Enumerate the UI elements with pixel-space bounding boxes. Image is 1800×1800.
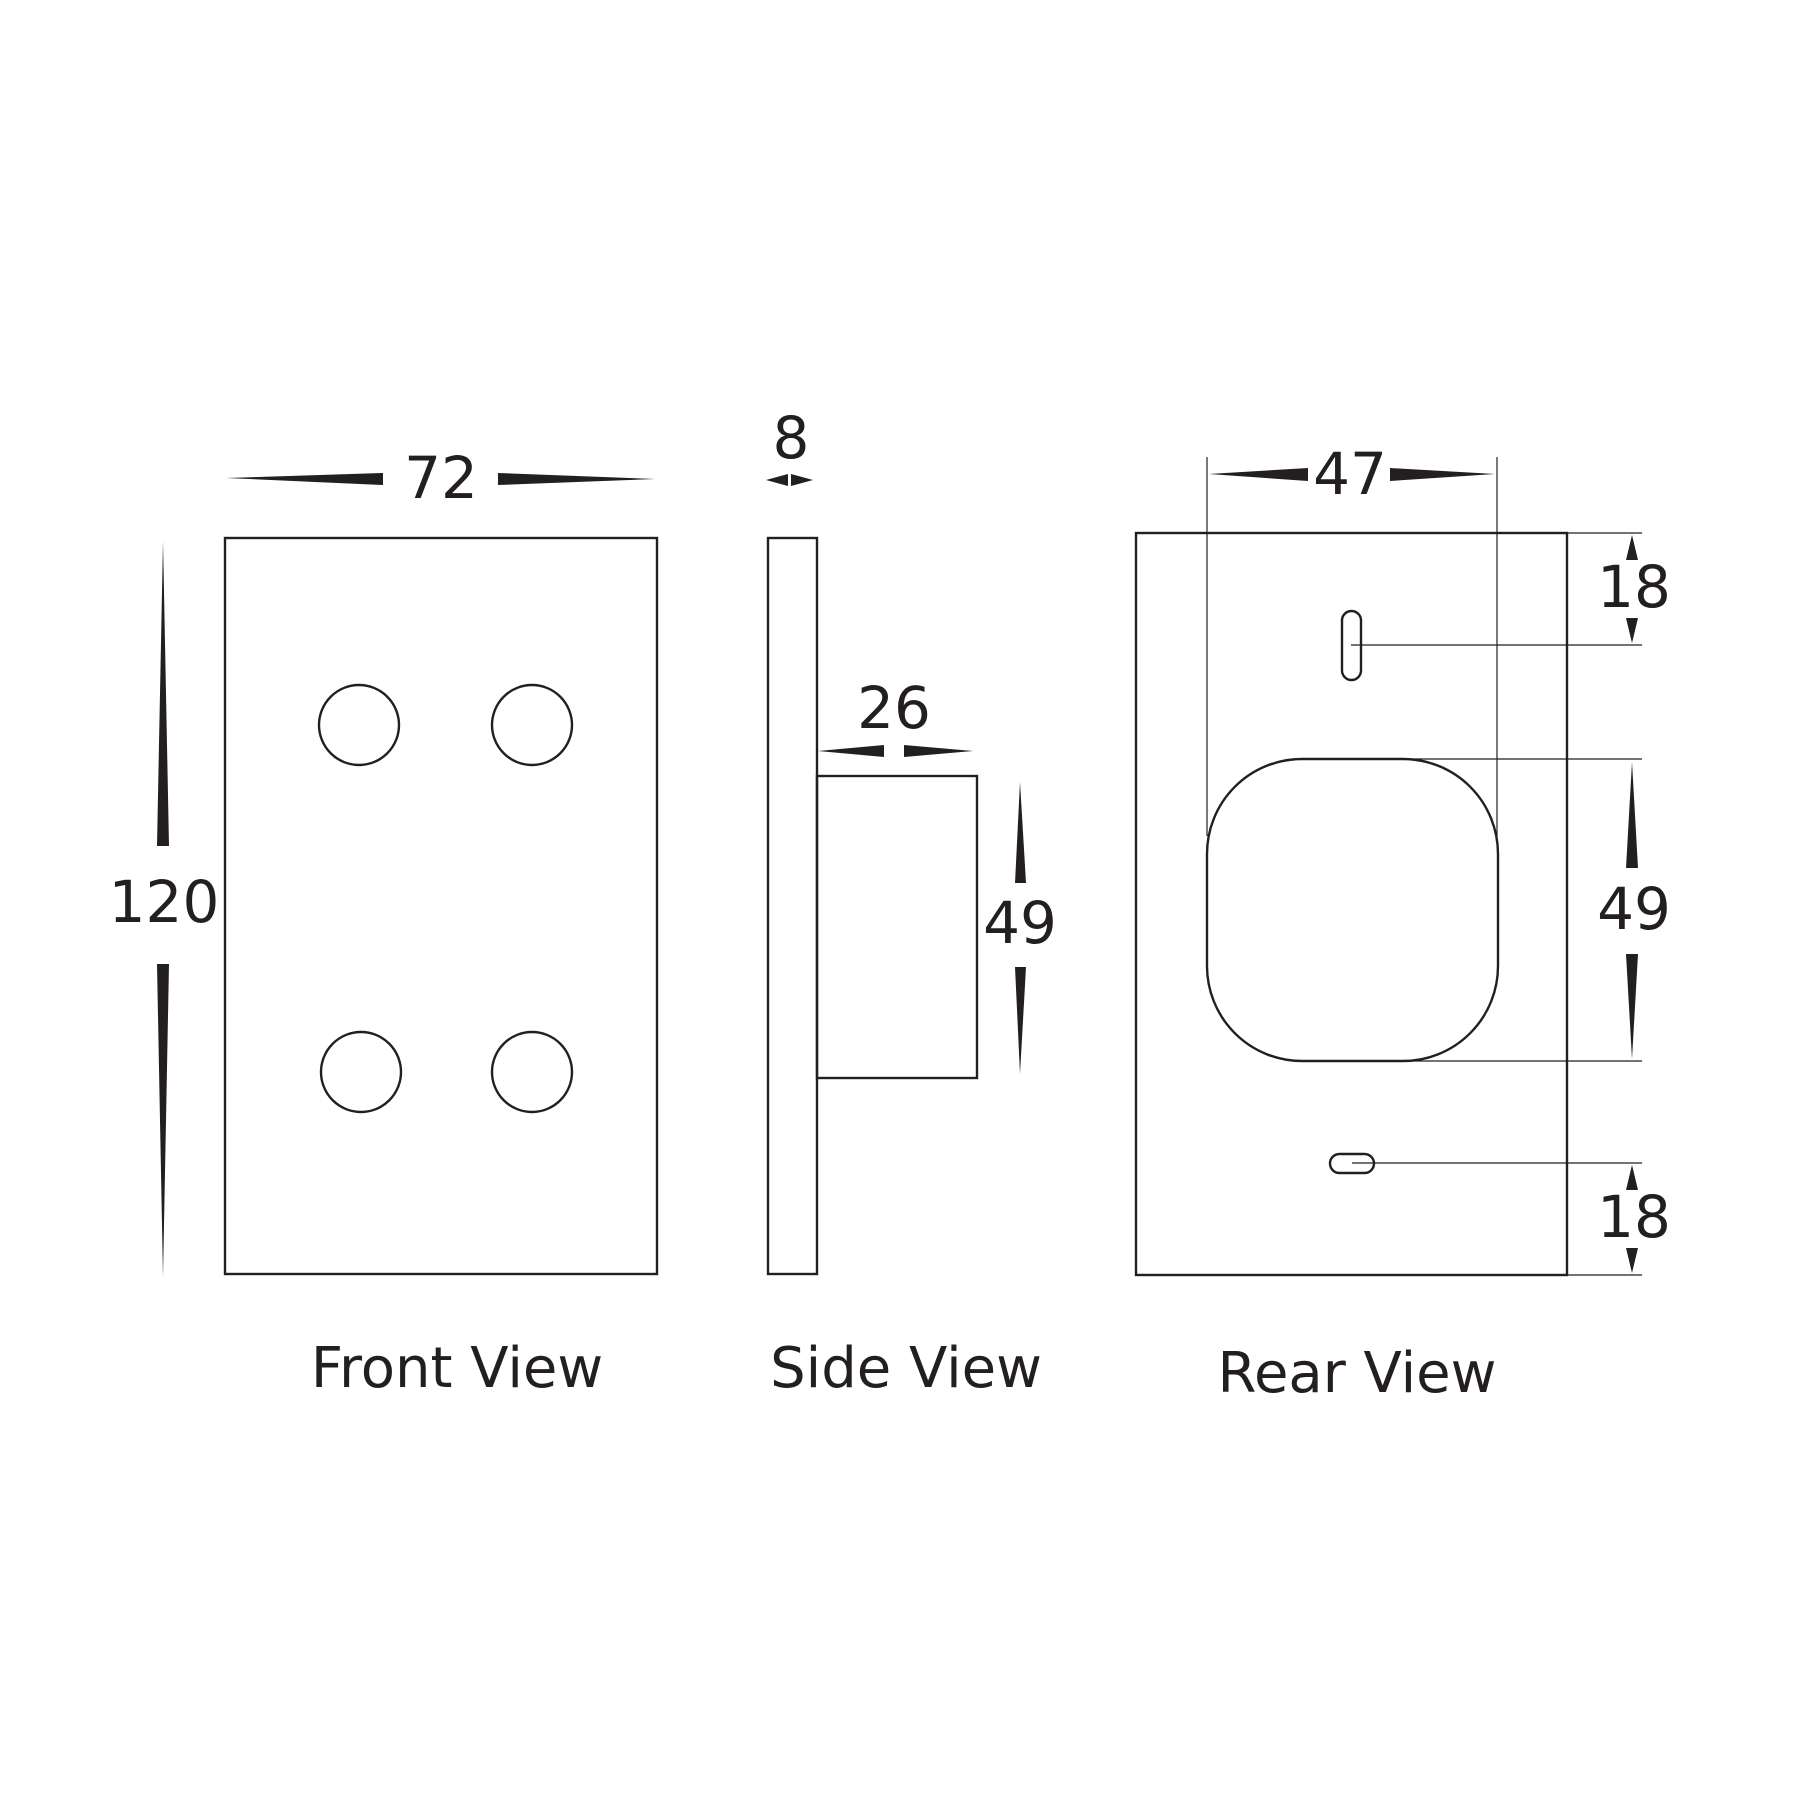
arrow-right-icon: [1390, 468, 1495, 481]
arrow-right-icon: [791, 474, 813, 486]
dimension-120: 120: [109, 541, 220, 1277]
front-view: 72 120 Front View: [109, 444, 659, 1401]
arrow-up-icon: [1626, 535, 1638, 560]
dim-label-49-side: 49: [983, 889, 1057, 957]
arrow-left-icon: [818, 745, 884, 757]
dimension-18-top: 18: [1597, 535, 1671, 643]
arrow-up-icon: [1626, 762, 1638, 868]
rear-view-label: Rear View: [1218, 1341, 1497, 1406]
dim-label-18-top: 18: [1597, 553, 1671, 621]
rear-view: 47 18 49 18 Rear View: [1134, 440, 1671, 1406]
arrow-left-icon: [766, 474, 788, 486]
front-hole-bottom-right: [490, 1030, 574, 1114]
dim-label-47: 47: [1313, 440, 1387, 508]
arrow-right-icon: [904, 745, 973, 757]
arrow-down-icon: [1626, 954, 1638, 1059]
dim-label-8: 8: [773, 404, 810, 472]
front-plate-outline: [223, 536, 659, 1276]
dim-label-18-bottom: 18: [1597, 1183, 1671, 1251]
dim-label-120: 120: [109, 868, 220, 936]
arrow-down-icon: [1626, 1248, 1638, 1273]
dimension-47: 47: [1209, 440, 1495, 508]
rear-plate-outline: [1134, 531, 1569, 1277]
side-view: 8 26 49 Side View: [766, 404, 1057, 1401]
arrow-left-icon: [1209, 468, 1308, 481]
side-body-outline: [815, 774, 979, 1080]
front-hole-top-left: [317, 683, 401, 767]
arrow-down-icon: [1626, 618, 1638, 643]
arrow-down-icon: [157, 964, 169, 1277]
dim-label-49-rear: 49: [1597, 875, 1671, 943]
dim-label-72: 72: [404, 444, 478, 512]
arrow-up-icon: [1626, 1165, 1638, 1190]
arrow-right-icon: [498, 473, 655, 485]
arrow-down-icon: [1015, 967, 1026, 1074]
arrow-up-icon: [1015, 782, 1026, 883]
dimension-49-rear: 49: [1597, 762, 1671, 1059]
arrow-up-icon: [157, 541, 169, 846]
side-plate-outline: [766, 536, 819, 1276]
side-view-label: Side View: [770, 1336, 1042, 1401]
front-hole-bottom-left: [319, 1030, 403, 1114]
rear-body-outline: [1205, 757, 1500, 1063]
arrow-left-icon: [226, 473, 383, 485]
front-hole-top-right: [490, 683, 574, 767]
dimension-49-side: 49: [983, 782, 1057, 1074]
dimension-8: 8: [766, 404, 813, 486]
dimension-26: 26: [818, 674, 973, 757]
front-view-label: Front View: [311, 1336, 603, 1401]
dim-label-26: 26: [857, 674, 931, 742]
dimension-72: 72: [226, 444, 655, 512]
dimension-18-bottom: 18: [1597, 1165, 1671, 1273]
